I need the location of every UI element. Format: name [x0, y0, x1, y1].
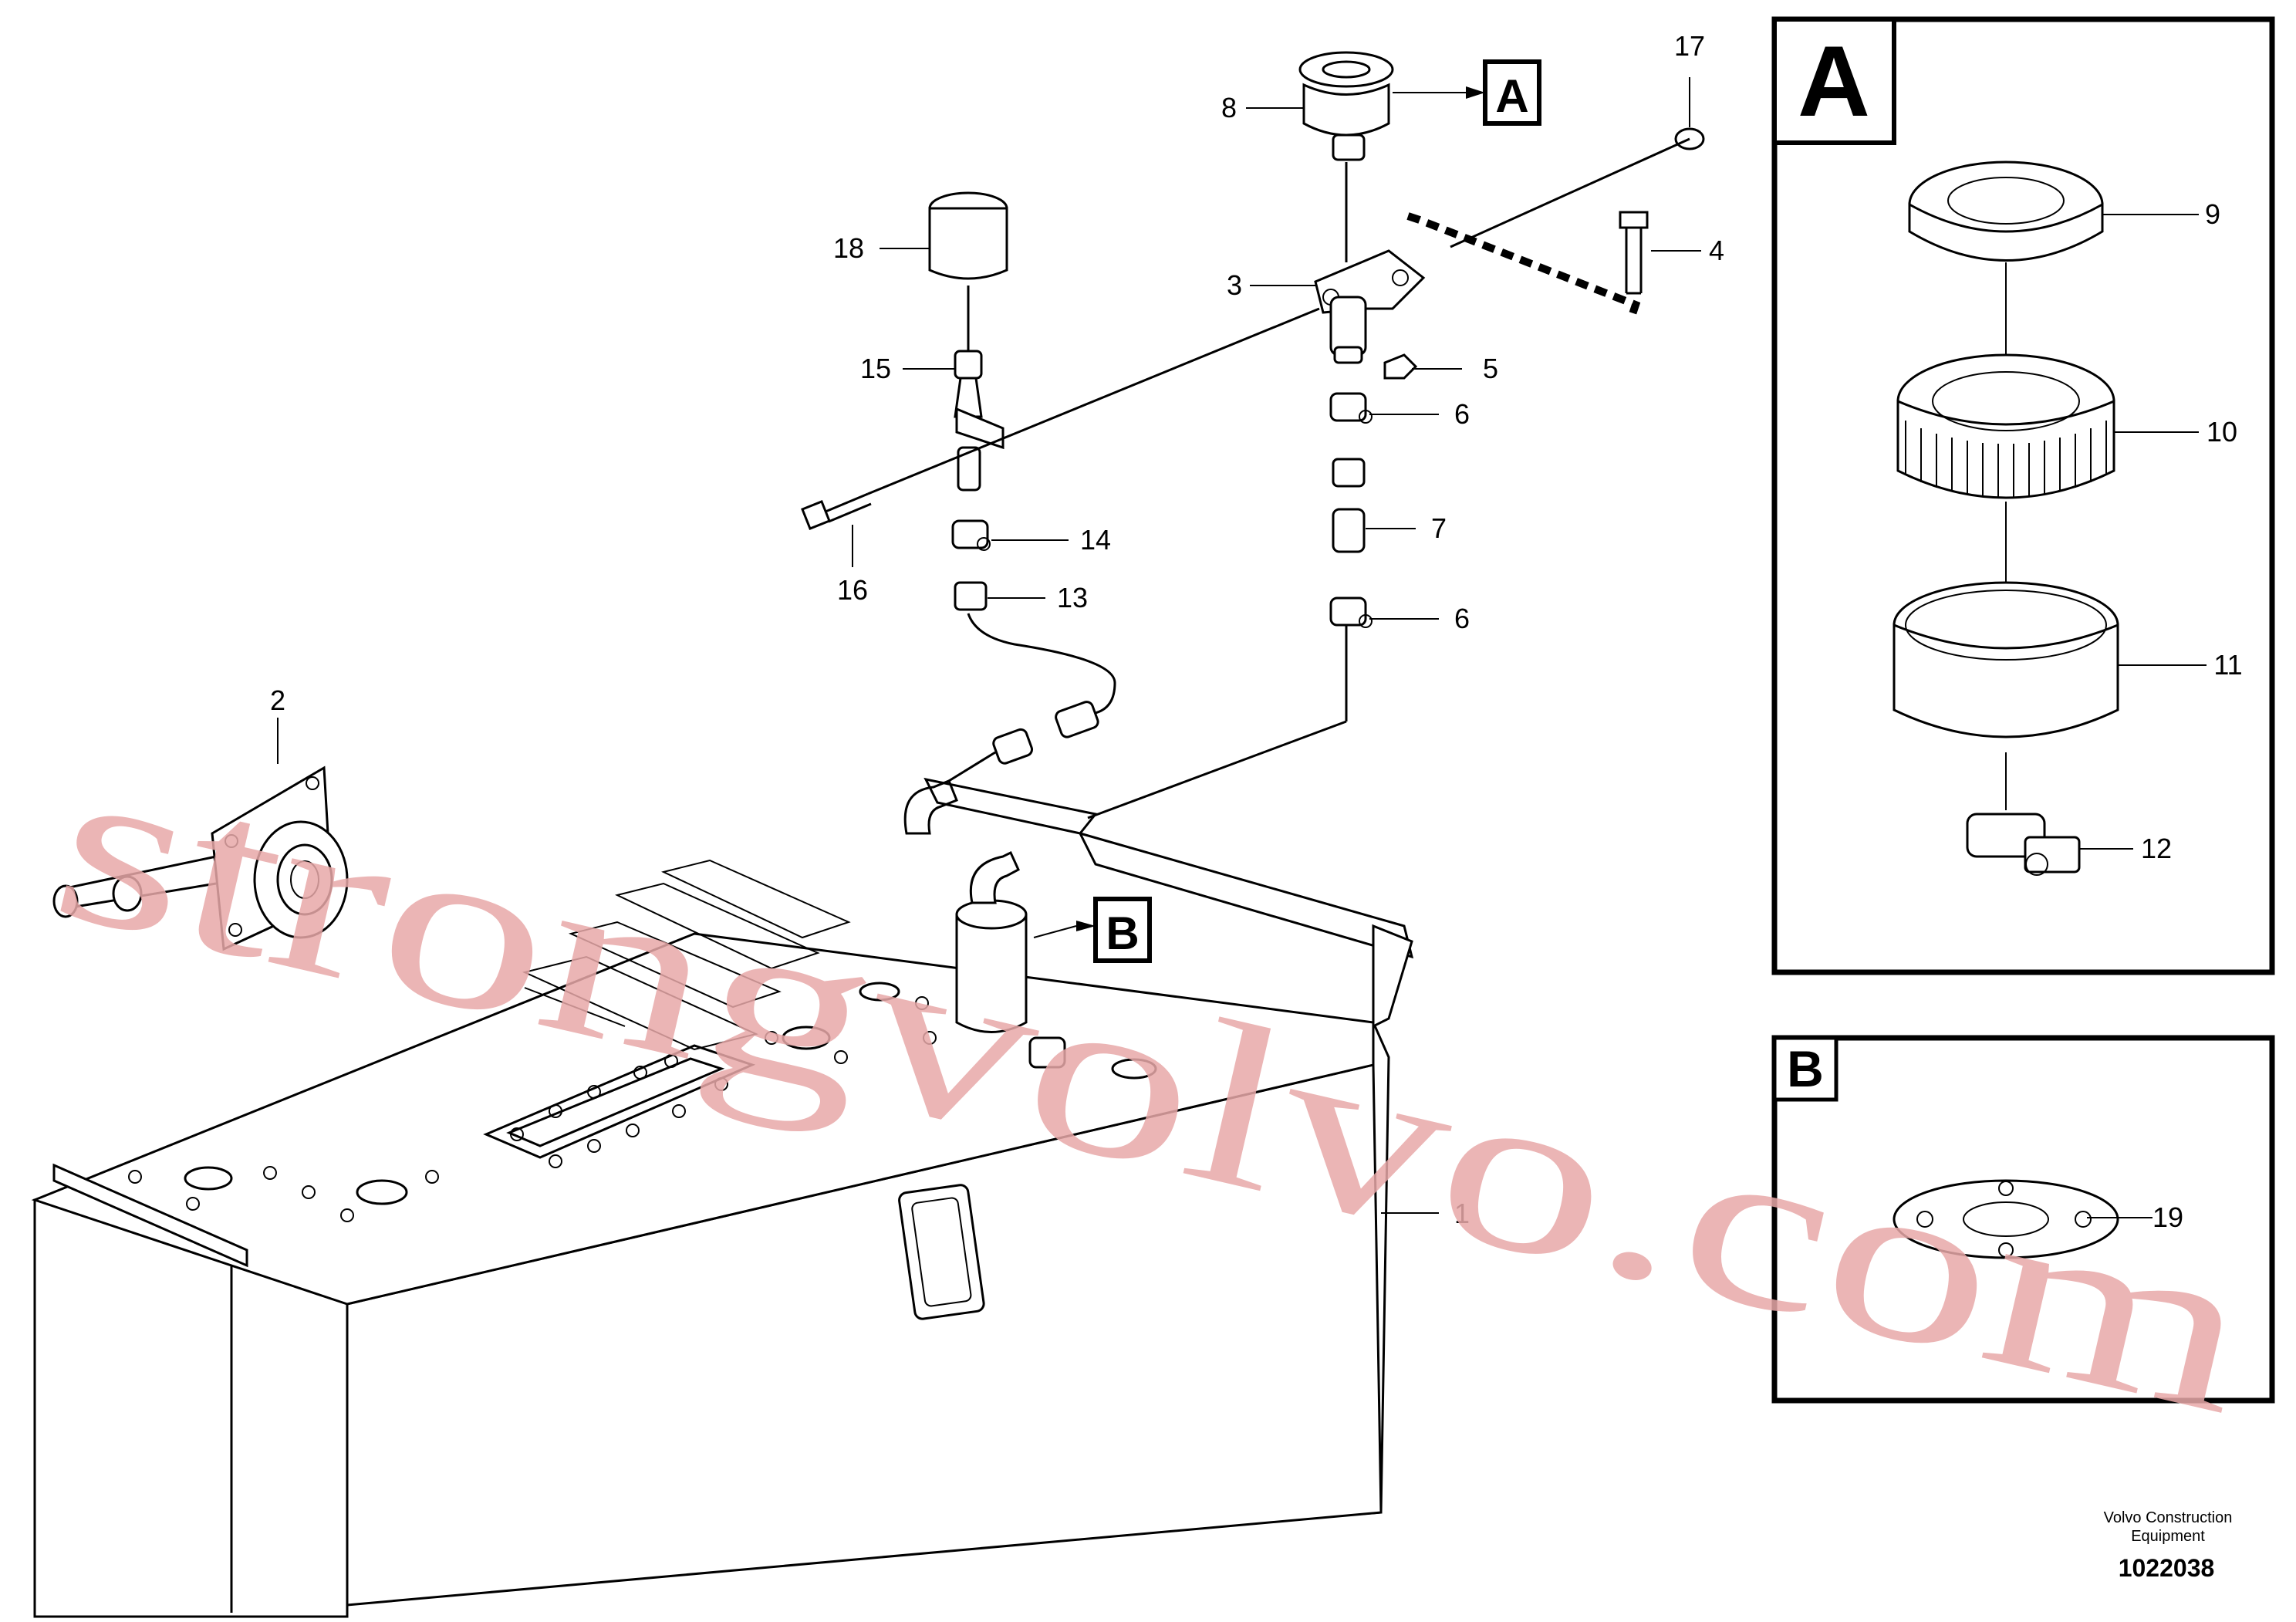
footer-block: Volvo Construction Equipment 1022038 [2104, 1509, 2233, 1582]
reference-tag-b-label: B [1106, 907, 1139, 959]
callout-12: 12 [2141, 833, 2172, 864]
reference-tag-b: B [1093, 897, 1152, 963]
left-hose-branch [801, 191, 1320, 785]
callout-6-lower: 6 [1454, 603, 1470, 634]
callout-10: 10 [2207, 416, 2237, 448]
callout-17: 17 [1674, 30, 1705, 62]
detail-panel-b: B [1771, 1035, 2275, 1404]
callout-7: 7 [1431, 512, 1447, 544]
detail-panel-b-title: B [1787, 1040, 1824, 1097]
callout-11: 11 [2213, 649, 2242, 681]
drawing-number: 1022038 [2119, 1554, 2215, 1582]
callout-1: 1 [1454, 1198, 1470, 1229]
callout-8: 8 [1221, 92, 1237, 123]
bracket [1314, 249, 1426, 364]
bolt-nut-washer [1383, 127, 1705, 380]
callout-numbers: 1 2 3 4 5 6 6 7 8 9 10 11 12 13 14 15 16… [270, 30, 2243, 1233]
reference-tag-a-label: A [1495, 70, 1528, 122]
water-separator-fitting [955, 850, 1096, 1033]
mounting-flange-assembly [52, 765, 349, 951]
detail-panel-a-title: A [1798, 25, 1870, 137]
callout-3: 3 [1227, 269, 1242, 301]
reference-tag-a: A [1483, 59, 1541, 126]
company-line-1: Volvo Construction [2104, 1509, 2233, 1526]
callout-14: 14 [1080, 524, 1111, 556]
callout-18: 18 [833, 232, 864, 264]
callout-9: 9 [2205, 198, 2220, 230]
fuel-tank [31, 777, 1414, 1618]
callout-6-upper: 6 [1454, 398, 1470, 430]
right-hose-branch [1087, 392, 1373, 819]
callout-16: 16 [837, 574, 868, 606]
detail-panel-a: A [1771, 16, 2275, 975]
callout-2: 2 [270, 684, 285, 716]
callout-15: 15 [860, 353, 891, 384]
breather-cap-assembly [1298, 51, 1485, 262]
leader-lines [277, 77, 1701, 1214]
callout-4: 4 [1709, 235, 1724, 266]
callout-5: 5 [1483, 353, 1498, 384]
callout-19: 19 [2152, 1201, 2183, 1233]
company-line-2: Equipment [2131, 1528, 2205, 1545]
callout-13: 13 [1057, 582, 1088, 613]
